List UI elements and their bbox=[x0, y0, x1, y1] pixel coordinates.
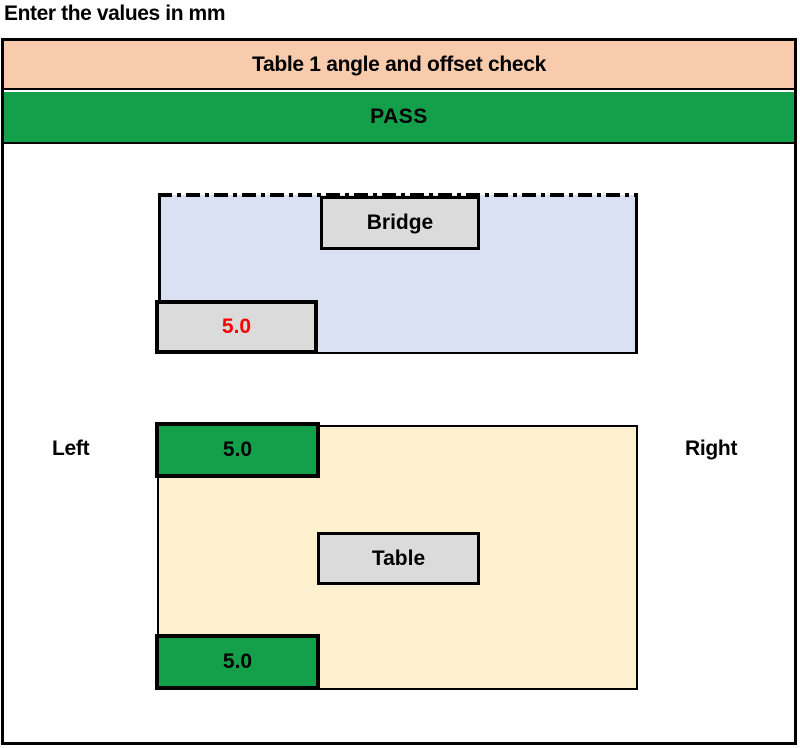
table-label: Table bbox=[371, 546, 426, 570]
instruction-text: Enter the values in mm bbox=[4, 2, 226, 25]
status-label: PASS bbox=[370, 105, 428, 128]
bridge-offset-value: 5.0 bbox=[221, 315, 252, 338]
table-top-value: 5.0 bbox=[222, 438, 253, 461]
right-side-label: Right bbox=[685, 437, 738, 460]
panel-title: Table 1 angle and offset check bbox=[251, 52, 547, 76]
status-badge: PASS bbox=[4, 92, 794, 144]
bridge-label: Bridge bbox=[366, 211, 434, 234]
table-bottom-value-cell[interactable]: 5.0 bbox=[155, 634, 320, 690]
bridge-centerline bbox=[158, 193, 638, 197]
table-bottom-value: 5.0 bbox=[222, 650, 253, 673]
table-label-box: Table bbox=[317, 532, 480, 585]
table-top-value-cell[interactable]: 5.0 bbox=[155, 422, 320, 478]
bridge-offset-value-cell[interactable]: 5.0 bbox=[155, 300, 318, 354]
panel-header: Table 1 angle and offset check bbox=[4, 41, 794, 90]
bridge-label-box: Bridge bbox=[320, 196, 480, 250]
left-side-label: Left bbox=[52, 437, 90, 460]
